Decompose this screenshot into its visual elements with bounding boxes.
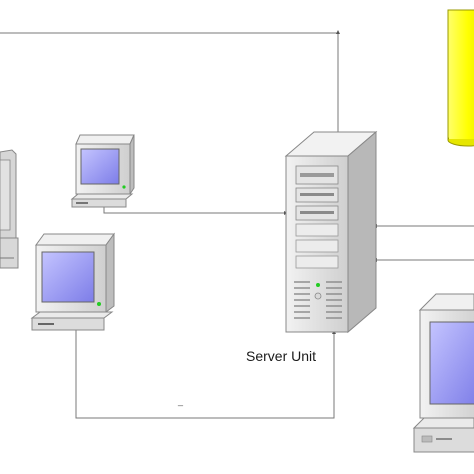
drive-bay [295,239,339,253]
connector-small-workstation [103,205,284,214]
connector-mid-workstation [75,330,335,419]
arrowhead-top [336,30,340,34]
power-button [314,292,322,300]
workstation-mid [30,232,115,331]
workstation-right-partial [412,293,474,453]
workstation-small [70,134,135,208]
connector-top-loop [0,32,339,132]
server-tower [284,130,378,334]
drive-bay [295,223,339,237]
monitor-screen [80,148,120,185]
connector-mark-label: _ [178,396,184,406]
vent-grille [294,281,342,319]
database-cylinder [447,9,474,147]
server-unit-label: Server Unit [246,348,317,364]
drive-bay [295,255,339,269]
power-led [97,302,101,306]
workstation-left-partial [0,149,19,269]
connection-lines [0,30,474,419]
monitor-screen [41,251,95,303]
monitor-screen [429,321,474,405]
power-led [316,283,320,287]
power-led [122,185,126,189]
